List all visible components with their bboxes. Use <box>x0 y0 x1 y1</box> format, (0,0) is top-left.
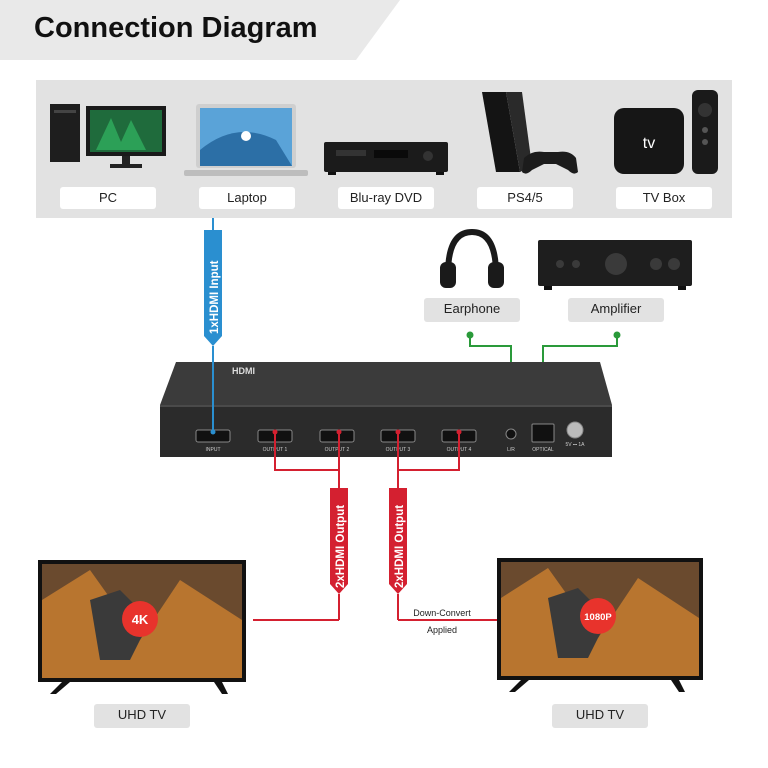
badge-4k-text: 4K <box>132 612 149 627</box>
source-label-laptop: Laptop <box>199 187 295 209</box>
audio-label-earphone: Earphone <box>424 298 520 322</box>
output-arrow-right-label: 2xHDMI Output <box>394 505 406 588</box>
device-logo: HDMI <box>232 366 255 376</box>
source-label-pc: PC <box>60 187 156 209</box>
badge-1080p <box>580 598 616 634</box>
tv-label-right: UHD TV <box>552 704 648 728</box>
output-lines <box>253 432 497 621</box>
page-title: Connection Diagram <box>34 12 318 44</box>
title-band: Connection Diagram <box>0 0 768 60</box>
port-optical <box>531 423 555 443</box>
laptop-icon <box>184 104 308 176</box>
port-label-optical: OPTICAL <box>532 447 554 453</box>
source-illustrations: tv <box>50 90 718 176</box>
port-power <box>566 421 584 439</box>
title-band-shape <box>0 0 400 60</box>
source-label-tvbox: TV Box <box>616 187 712 209</box>
bluray-player-icon <box>324 142 448 175</box>
source-label-bluray: Blu-ray DVD <box>338 187 434 209</box>
tv-box-icon: tv <box>614 90 718 174</box>
desktop-pc-icon <box>50 104 166 168</box>
hdmi-splitter-device <box>160 362 612 457</box>
port-label-input: INPUT <box>206 447 221 453</box>
port-label-power: 5V ⎓ 1A <box>566 442 586 448</box>
audio-label-amplifier: Amplifier <box>568 298 664 322</box>
output-arrow-left-label: 2xHDMI Output <box>335 505 347 588</box>
port-label-lr: L/R <box>507 447 515 453</box>
badge-1080p-text: 1080P <box>584 612 612 623</box>
port-output2 <box>319 429 355 443</box>
note-line1: Down-Convert <box>413 608 471 618</box>
port-label-output2: OUTPUT 2 <box>325 447 350 453</box>
svg-text:tv: tv <box>643 135 655 152</box>
game-console-icon <box>482 92 578 174</box>
badge-4k <box>122 601 158 637</box>
input-arrow-label: 1xHDMI Input <box>209 260 221 334</box>
earphone-icon <box>440 228 504 288</box>
note-line2: Applied <box>427 625 457 635</box>
hdmi-ports <box>195 421 584 443</box>
input-arrow <box>204 218 222 435</box>
tv-label-left: UHD TV <box>94 704 190 728</box>
amplifier-icon <box>538 240 692 290</box>
port-lr <box>505 428 517 440</box>
output-arrow-right <box>389 488 407 594</box>
source-label-ps: PS4/5 <box>477 187 573 209</box>
output-arrow-left <box>330 488 348 594</box>
audio-illustrations <box>440 228 692 290</box>
